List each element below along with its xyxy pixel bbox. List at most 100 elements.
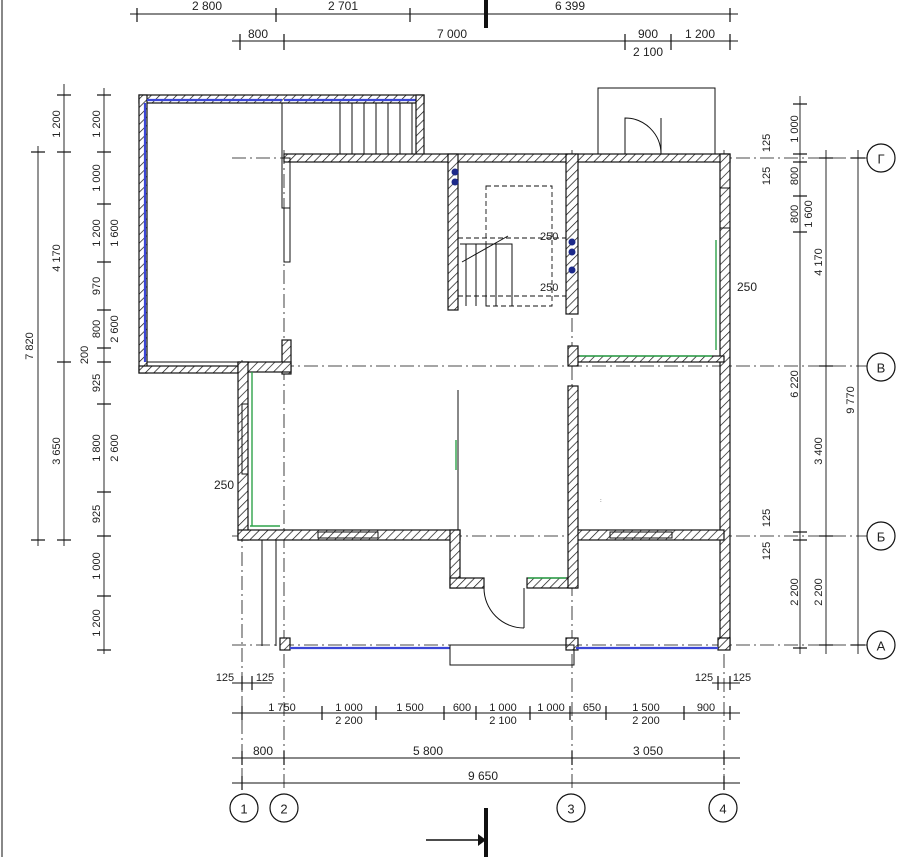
right-dim-125-a: 125 xyxy=(761,134,773,152)
axis-label-a: А xyxy=(877,639,886,654)
left-dim-2600-a: 2 600 xyxy=(109,315,121,343)
left-dim-970: 970 xyxy=(91,277,103,295)
bottom-dim-800: 800 xyxy=(253,744,273,758)
bottom-125-dims: 125 125 125 125 xyxy=(216,672,751,690)
left-dim-1000-a: 1 000 xyxy=(91,164,103,192)
section-marker-bottom xyxy=(426,808,488,857)
right-dim-3400: 3 400 xyxy=(813,437,825,465)
right-dim-2200-a: 2 200 xyxy=(789,578,801,606)
wall-dim-250-extra-a: 250 xyxy=(600,499,602,501)
front-balcony xyxy=(261,540,718,666)
left-mid-1200: 1 200 xyxy=(51,110,63,138)
left-dimension-mid: 1 200 4 170 3 650 xyxy=(51,84,71,546)
left-dim-800: 800 xyxy=(91,320,103,338)
top-dim-900: 900 xyxy=(638,27,658,41)
bottom-dimension-row-1: 1 750 1 000 1 500 600 1 000 1 000 650 1 … xyxy=(232,702,740,727)
right-dim-9770: 9 770 xyxy=(845,386,857,414)
wall-dim-250-right: 250 xyxy=(737,280,757,294)
right-dim-125-d: 125 xyxy=(761,542,773,560)
bottom-dim-600: 600 xyxy=(453,702,471,714)
right-dimension-total: 9 770 xyxy=(845,150,865,654)
bottom-dim-650: 650 xyxy=(583,702,601,714)
bottom-dim-3050: 3 050 xyxy=(633,744,663,758)
bottom-dim-1000-c: 1 000 xyxy=(537,702,565,714)
axis-bubble-3: 3 xyxy=(556,793,586,823)
right-dim-800-b: 800 xyxy=(789,205,801,223)
left-dim-1200-b: 1 200 xyxy=(91,219,103,247)
axis-bubble-v: В xyxy=(866,352,896,382)
axis-bubble-2: 2 xyxy=(269,793,299,823)
axis-bubble-a: А xyxy=(866,630,896,660)
axis-label-g: Г xyxy=(877,152,884,167)
top-dimension-row-1: 2 800 2 701 6 399 xyxy=(130,0,738,28)
stair-dim-250-lower: 250 xyxy=(540,282,558,294)
exterior-walls xyxy=(237,153,731,651)
entry-canopy xyxy=(597,87,716,155)
right-dim-125-c: 125 xyxy=(761,509,773,527)
bottom-dim-1500-a: 1 500 xyxy=(396,702,424,714)
left-dim-1800: 1 800 xyxy=(91,434,103,462)
right-dim-6220: 6 220 xyxy=(789,370,801,398)
bottom-dim-125-l1: 125 xyxy=(216,672,234,684)
left-dim-200: 200 xyxy=(79,346,91,364)
bottom-dim-5800: 5 800 xyxy=(413,744,443,758)
left-dim-7820: 7 820 xyxy=(24,332,36,360)
top-dim-2701: 2 701 xyxy=(328,0,358,13)
axis-label-4: 4 xyxy=(719,802,726,817)
right-dimension-inner: 1 000 800 800 1 600 125 125 125 125 2 20… xyxy=(761,96,815,654)
internal-staircase: 250 250 xyxy=(451,168,576,307)
bottom-dim-1750: 1 750 xyxy=(268,702,296,714)
axis-label-2: 2 xyxy=(280,802,287,817)
bottom-dimension-row-2: 800 5 800 3 050 xyxy=(232,744,740,765)
axis-label-b: Б xyxy=(877,530,886,545)
left-dim-1200-bottom: 1 200 xyxy=(91,609,103,637)
left-dim-1600: 1 600 xyxy=(109,219,121,247)
bottom-dim-900: 900 xyxy=(697,702,715,714)
left-dimension-total: 7 820 xyxy=(24,146,45,546)
bottom-dim-2200-a: 2 200 xyxy=(335,715,363,727)
right-dim-800-a: 800 xyxy=(789,167,801,185)
bottom-dimension-total: 9 650 xyxy=(232,769,740,790)
axis-bubble-b: Б xyxy=(866,521,896,551)
axis-lines xyxy=(232,150,868,792)
left-mid-4170: 4 170 xyxy=(51,244,63,272)
right-dim-125-b: 125 xyxy=(761,167,773,185)
left-dim-925-b: 925 xyxy=(91,505,103,523)
axis-bubble-1: 1 xyxy=(229,793,259,823)
bottom-dim-125-l2: 125 xyxy=(256,672,274,684)
top-dim-6399: 6 399 xyxy=(555,0,585,13)
left-mid-3650: 3 650 xyxy=(51,437,63,465)
right-dimension-a: 4 170 3 400 2 200 6 220 xyxy=(789,150,833,654)
bottom-dim-125-r1: 125 xyxy=(695,672,713,684)
axis-label-v: В xyxy=(877,361,886,376)
bottom-dim-1000-b: 1 000 xyxy=(489,702,517,714)
stair-dim-250-upper: 250 xyxy=(540,231,558,243)
right-dim-2200-b: 2 200 xyxy=(813,578,825,606)
bottom-dim-2100: 2 100 xyxy=(489,715,517,727)
bottom-dim-1500-b: 1 500 xyxy=(632,702,660,714)
top-dim-2800: 2 800 xyxy=(192,0,222,13)
terrace-upper-left xyxy=(138,94,425,374)
wall-dim-250-extra-b: 250 xyxy=(600,501,602,503)
left-dim-925-a: 925 xyxy=(91,374,103,392)
bottom-dim-125-r2: 125 xyxy=(733,672,751,684)
axis-label-1: 1 xyxy=(240,802,247,817)
top-dim-2100: 2 100 xyxy=(633,45,663,59)
left-dim-1000-b: 1 000 xyxy=(91,552,103,580)
top-dimension-row-2: 800 7 000 900 1 200 2 100 xyxy=(232,27,738,59)
right-dim-1000: 1 000 xyxy=(789,115,801,143)
bottom-dim-9650: 9 650 xyxy=(468,769,498,783)
top-dim-1200: 1 200 xyxy=(685,27,715,41)
openings xyxy=(241,187,731,629)
right-dim-1600: 1 600 xyxy=(803,200,815,228)
axis-bubble-g: Г xyxy=(866,143,896,173)
axis-bubble-4: 4 xyxy=(708,793,738,823)
right-dim-4170: 4 170 xyxy=(813,248,825,276)
left-dimension-inner: 1 200 1 000 1 200 970 800 200 925 1 800 … xyxy=(79,88,121,654)
top-dim-800: 800 xyxy=(248,27,268,41)
wall-dim-250-left: 250 xyxy=(214,478,234,492)
left-dim-1200-top: 1 200 xyxy=(91,110,103,138)
axis-label-3: 3 xyxy=(567,802,574,817)
bottom-dim-2200-b: 2 200 xyxy=(632,715,660,727)
